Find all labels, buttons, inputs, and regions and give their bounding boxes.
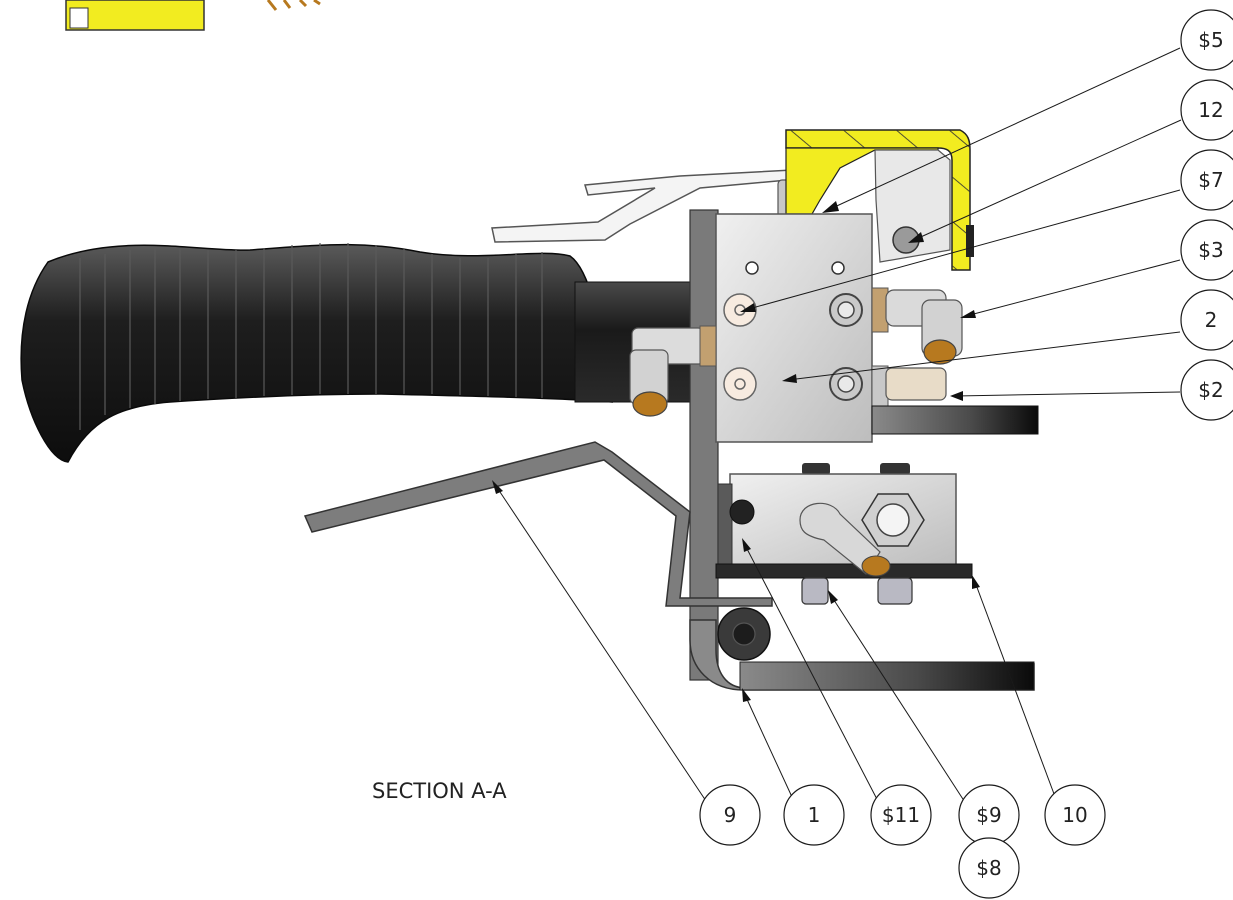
rubber-grip bbox=[20, 243, 613, 463]
lower-lever bbox=[303, 441, 773, 607]
balloon-b3s[interactable]: $3 bbox=[1180, 219, 1233, 281]
valve-block bbox=[715, 213, 873, 443]
balloon-b8s[interactable]: $8 bbox=[958, 837, 1020, 899]
balloon-b2s[interactable]: $2 bbox=[1180, 359, 1233, 421]
left-elbow-fitting bbox=[629, 325, 717, 417]
balloon-b7s[interactable]: $7 bbox=[1180, 149, 1233, 211]
balloon-label: $5 bbox=[1198, 28, 1223, 52]
balloon-label: 2 bbox=[1205, 308, 1218, 332]
balloon-label: $2 bbox=[1198, 378, 1223, 402]
balloon-b2[interactable]: 2 bbox=[1180, 289, 1233, 351]
l-bracket-foot bbox=[739, 661, 1035, 691]
balloon-b12[interactable]: 12 bbox=[1180, 79, 1233, 141]
balloon-b9[interactable]: 9 bbox=[699, 784, 761, 846]
balloon-b9s[interactable]: $9 bbox=[958, 784, 1020, 846]
balloon-label: 1 bbox=[808, 803, 821, 827]
balloon-b5s[interactable]: $5 bbox=[1180, 9, 1233, 71]
mounting-plate bbox=[689, 209, 719, 681]
balloon-b11s[interactable]: $11 bbox=[870, 784, 932, 846]
balloon-label: $11 bbox=[882, 803, 920, 827]
balloon-label: $8 bbox=[976, 856, 1001, 880]
balloon-label: 10 bbox=[1062, 803, 1087, 827]
balloon-label: $3 bbox=[1198, 238, 1223, 262]
lower-manifold bbox=[715, 463, 973, 605]
balloon-label: 12 bbox=[1198, 98, 1223, 122]
balloon-b1[interactable]: 1 bbox=[783, 784, 845, 846]
right-fittings bbox=[871, 287, 1039, 435]
leader-lines bbox=[492, 47, 1182, 811]
balloon-label: $7 bbox=[1198, 168, 1223, 192]
partial-view-fragment bbox=[65, 0, 321, 31]
balloon-label: $9 bbox=[976, 803, 1001, 827]
balloon-label: 9 bbox=[724, 803, 737, 827]
balloon-b10[interactable]: 10 bbox=[1044, 784, 1106, 846]
section-bracket bbox=[785, 129, 974, 271]
section-label: SECTION A-A bbox=[372, 779, 507, 803]
